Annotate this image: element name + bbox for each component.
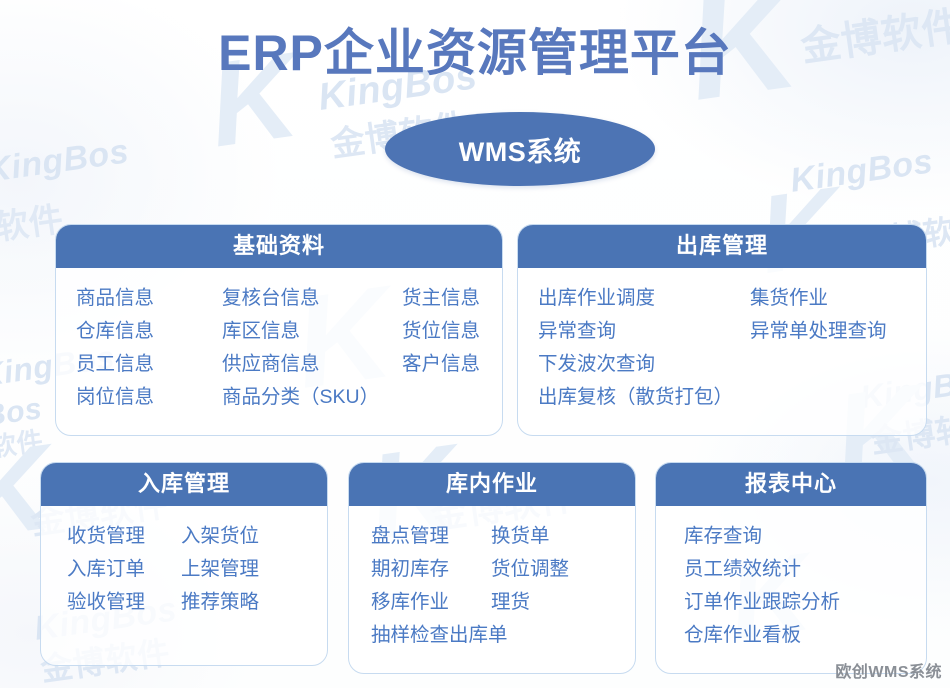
card-row: 仓库作业看板 [684, 619, 912, 652]
card-title-outbound-management: 出库管理 [518, 225, 926, 268]
card-body-inbound-management: 收货管理 入架货位 入库订单 上架管理 验收管理 推荐策略 [41, 506, 327, 631]
list-item[interactable]: 推荐策略 [181, 591, 260, 613]
card-body-inhouse-operations: 盘点管理 换货单 期初库存 货位调整 移库作业 理货 抽样检查出库单 [349, 506, 635, 664]
list-item[interactable]: 仓库信息 [76, 320, 155, 342]
card-body-report-center: 库存查询 员工绩效统计 订单作业跟踪分析 仓库作业看板 [656, 506, 926, 664]
list-item[interactable]: 商品信息 [76, 287, 155, 309]
card-row: 移库作业 理货 [371, 586, 621, 619]
list-item[interactable]: 换货单 [491, 525, 550, 547]
list-item[interactable]: 集货作业 [750, 287, 829, 309]
watermark-brand-cn: 软件 [0, 425, 46, 463]
list-item[interactable]: 异常单处理查询 [750, 320, 887, 342]
card-row: 异常查询 异常单处理查询 [538, 315, 912, 348]
list-item[interactable]: 入架货位 [181, 525, 260, 547]
card-report-center[interactable]: 报表中心 库存查询 员工绩效统计 订单作业跟踪分析 仓库作业看板 [655, 462, 927, 674]
card-row: 出库复核（散货打包） [538, 381, 912, 414]
card-row: 验收管理 推荐策略 [67, 586, 313, 619]
page-title: ERP企业资源管理平台 [218, 25, 732, 81]
card-row: 出库作业调度 集货作业 [538, 282, 912, 315]
list-item[interactable]: 理货 [491, 591, 531, 613]
card-row: 期初库存 货位调整 [371, 553, 621, 586]
list-item[interactable]: 订单作业跟踪分析 [684, 591, 841, 613]
card-row: 员工绩效统计 [684, 553, 912, 586]
list-item[interactable]: 岗位信息 [76, 386, 155, 408]
card-title-inhouse-operations: 库内作业 [349, 463, 635, 506]
list-item[interactable]: 货主信息 [402, 287, 481, 309]
card-row: 下发波次查询 [538, 348, 912, 381]
list-item[interactable]: 货位调整 [491, 558, 570, 580]
source-brand-label: 欧创WMS系统 [835, 664, 942, 681]
list-item[interactable]: 上架管理 [181, 558, 260, 580]
card-title-inbound-management: 入库管理 [41, 463, 327, 506]
list-item[interactable]: 仓库作业看板 [684, 624, 802, 646]
list-item[interactable]: 库区信息 [222, 320, 301, 342]
list-item[interactable]: 下发波次查询 [538, 353, 656, 375]
list-item[interactable]: 出库复核（散货打包） [538, 386, 734, 408]
card-body-basic-data: 商品信息 复核台信息 货主信息 仓库信息 库区信息 货位信息 员工信息 供应商信… [56, 268, 502, 426]
card-row: 仓库信息 库区信息 货位信息 [76, 315, 488, 348]
watermark-brand-en: KingBos [787, 142, 936, 200]
card-row: 商品信息 复核台信息 货主信息 [76, 282, 488, 315]
card-row: 盘点管理 换货单 [371, 520, 621, 553]
card-title-basic-data: 基础资料 [56, 225, 502, 268]
card-inbound-management[interactable]: 入库管理 收货管理 入架货位 入库订单 上架管理 验收管理 推荐策略 [40, 462, 328, 666]
card-row: 收货管理 入架货位 [67, 520, 313, 553]
list-item[interactable]: 复核台信息 [222, 287, 320, 309]
list-item[interactable]: 出库作业调度 [538, 287, 656, 309]
list-item[interactable]: 员工信息 [76, 353, 155, 375]
card-title-report-center: 报表中心 [656, 463, 926, 506]
list-item[interactable]: 入库订单 [67, 558, 146, 580]
card-outbound-management[interactable]: 出库管理 出库作业调度 集货作业 异常查询 异常单处理查询 下发波次查询 出库复… [517, 224, 927, 436]
list-item[interactable]: 库存查询 [684, 525, 763, 547]
list-item[interactable]: 异常查询 [538, 320, 617, 342]
card-row: 员工信息 供应商信息 客户信息 [76, 348, 488, 381]
card-row: 抽样检查出库单 [371, 619, 621, 652]
list-item[interactable]: 验收管理 [67, 591, 146, 613]
list-item[interactable]: 移库作业 [371, 591, 450, 613]
card-inhouse-operations[interactable]: 库内作业 盘点管理 换货单 期初库存 货位调整 移库作业 理货 抽样检查出库单 [348, 462, 636, 674]
watermark-brand-en: KingBos [0, 132, 132, 190]
list-item[interactable]: 供应商信息 [222, 353, 320, 375]
wms-system-badge: WMS系统 [385, 112, 655, 186]
list-item[interactable]: 客户信息 [402, 353, 481, 375]
list-item[interactable]: 抽样检查出库单 [371, 624, 508, 646]
list-item[interactable]: 员工绩效统计 [684, 558, 802, 580]
card-basic-data[interactable]: 基础资料 商品信息 复核台信息 货主信息 仓库信息 库区信息 货位信息 员工信息… [55, 224, 503, 436]
list-item[interactable]: 期初库存 [371, 558, 450, 580]
card-row: 库存查询 [684, 520, 912, 553]
list-item[interactable]: 收货管理 [67, 525, 146, 547]
wms-system-label: WMS系统 [458, 136, 582, 167]
list-item[interactable]: 货位信息 [402, 320, 481, 342]
list-item[interactable]: 商品分类（SKU） [222, 386, 380, 408]
card-row: 岗位信息 商品分类（SKU） [76, 381, 488, 414]
list-item[interactable]: 盘点管理 [371, 525, 450, 547]
watermark-brand-en: Bos [0, 392, 45, 433]
card-row: 入库订单 上架管理 [67, 553, 313, 586]
card-body-outbound-management: 出库作业调度 集货作业 异常查询 异常单处理查询 下发波次查询 出库复核（散货打… [518, 268, 926, 426]
card-row: 订单作业跟踪分析 [684, 586, 912, 619]
